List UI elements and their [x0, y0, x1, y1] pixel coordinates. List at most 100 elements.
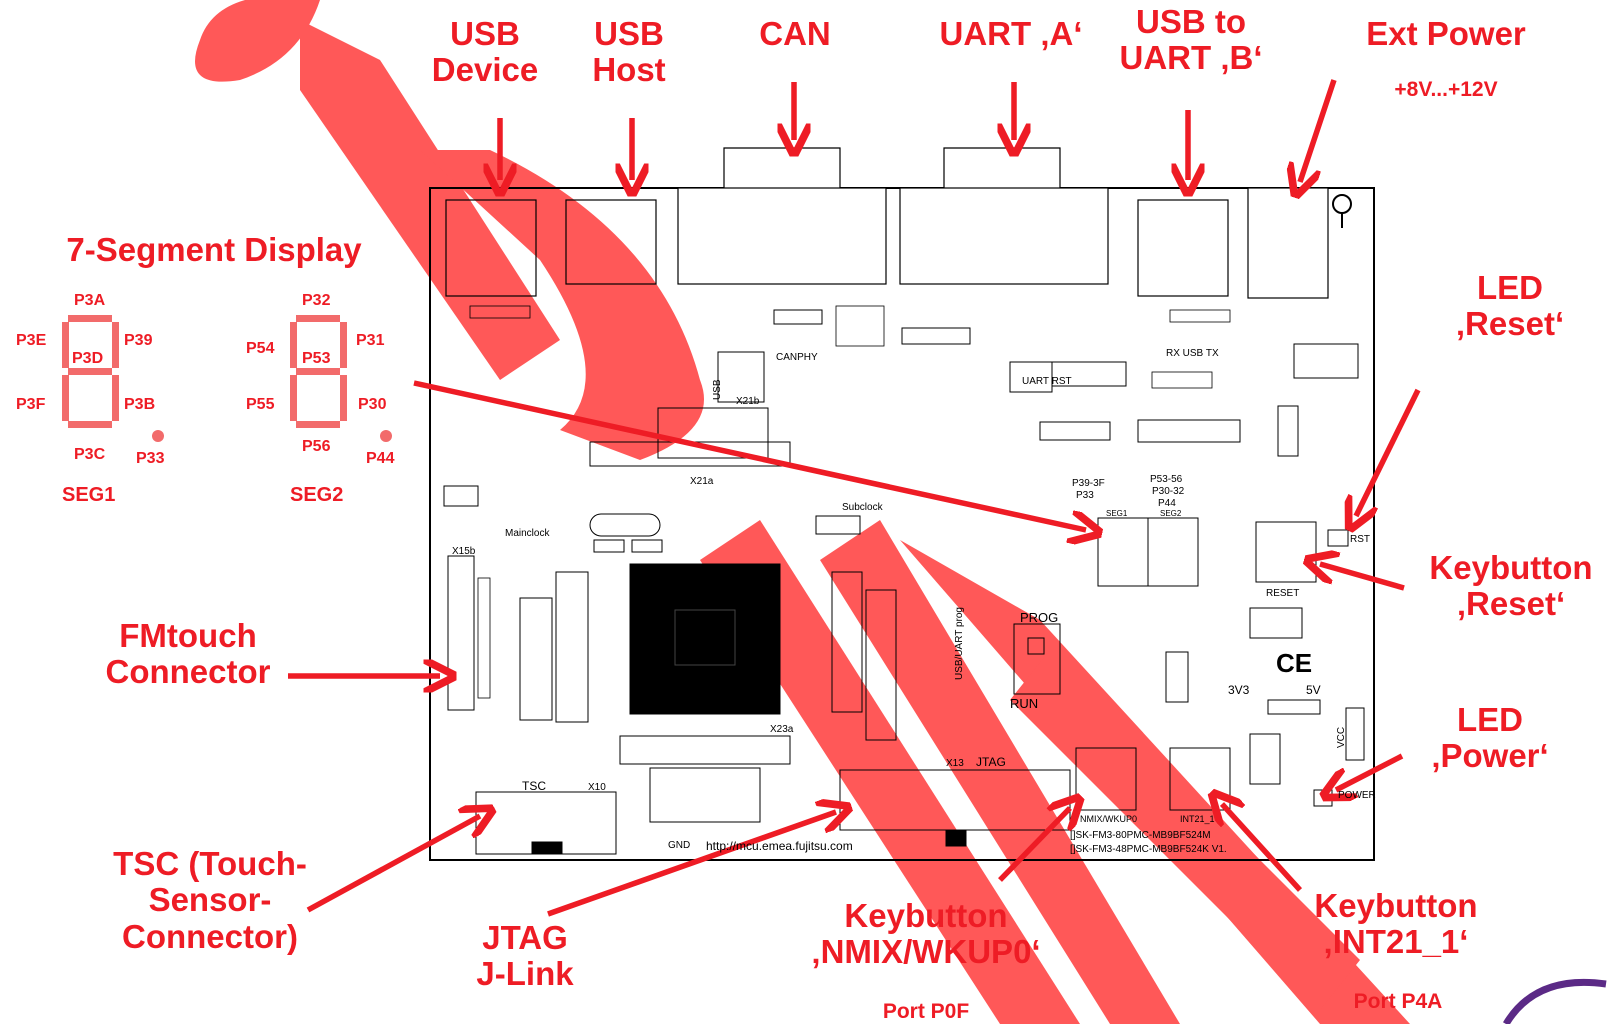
silk-seg2-ports: P53-56	[1150, 474, 1183, 485]
callout-led-power-line2: ‚Power‘	[1431, 737, 1549, 775]
silk-int21: INT21_1	[1180, 814, 1215, 824]
seg2-upper-left: P54	[246, 340, 275, 357]
silk-x13: X13	[946, 758, 964, 769]
silk-5v: 5V	[1306, 683, 1321, 697]
seg2-drawing	[290, 315, 392, 442]
callout-usb-host-line1: USB	[594, 15, 664, 52]
silk-x21a: X21a	[690, 476, 714, 487]
silk-gnd: GND	[668, 840, 690, 851]
seg1-top: P3A	[74, 292, 106, 309]
silk-x21b: X21b	[736, 396, 760, 407]
callout-keybutton-nmix-line2: ‚NMIX/WKUP0‘	[811, 933, 1041, 971]
seg2-lower-right: P30	[358, 396, 387, 413]
seg2-top: P32	[302, 292, 331, 309]
callout-fmtouch-line1: FMtouch	[119, 617, 257, 654]
seg2-bottom: P56	[302, 438, 331, 455]
callout-jtag-line2: J-Link	[476, 955, 574, 993]
seg1-bottom: P3C	[74, 446, 106, 463]
arrow-keybutton-reset	[1320, 564, 1405, 591]
seg1-drawing	[62, 315, 164, 442]
silk-x15b: X15b	[452, 546, 476, 557]
seg2-dot: P44	[366, 450, 395, 467]
silk-ce: CE	[1276, 648, 1312, 678]
callout-keybutton-int21-line1: Keybutton	[1314, 887, 1478, 924]
callout-seven-segment: 7-Segment Display	[66, 231, 362, 268]
callout-tsc-line3: Connector)	[122, 917, 298, 955]
callout-keybutton-nmix: Keybutton ‚NMIX/WKUP0‘	[786, 897, 1066, 971]
silk-seg1: SEG1	[1106, 509, 1128, 518]
callout-port-p0f: Port P0F	[882, 1000, 970, 1023]
silk-model1: []SK-FM3-80PMC-MB9BF524M	[1070, 830, 1211, 841]
callout-jtag: JTAG J-Link	[460, 919, 590, 993]
pcb-components	[443, 194, 1365, 855]
silk-rx-usb-tx: RX USB TX	[1166, 348, 1219, 359]
silk-power: POWER	[1338, 790, 1376, 801]
silk-x23a: X23a	[770, 724, 794, 735]
callout-keybutton-reset-line1: Keybutton	[1429, 549, 1593, 586]
top-connectors	[445, 147, 1329, 299]
callout-keybutton-int21-line2: ‚INT21_1‘	[1323, 923, 1469, 961]
silk-tsc: TSC	[522, 779, 546, 793]
callout-keybutton-nmix-line1: Keybutton	[844, 897, 1008, 934]
callout-ext-power-voltage: +8V...+12V	[1394, 78, 1498, 101]
callout-tsc-line2: Sensor-	[148, 881, 272, 919]
silk-x10: X10	[588, 782, 606, 793]
callout-led-reset-line2: ‚Reset‘	[1455, 305, 1565, 343]
seg1-dot: P33	[136, 450, 165, 467]
callout-usb-host: USB Host	[574, 15, 684, 89]
silk-rst: RST	[1350, 534, 1370, 545]
silk-usb-uart-prog: USB/UART prog	[954, 607, 965, 680]
callout-port-p4a: Port P4A	[1353, 990, 1443, 1013]
silk-url: http://mcu.emea.fujitsu.com	[706, 839, 853, 853]
silk-reset: RESET	[1266, 588, 1299, 599]
callout-arrows	[288, 79, 1421, 917]
silk-jtag: JTAG	[976, 755, 1006, 769]
callout-usb-to-uart-b-line2: UART ‚B‘	[1119, 39, 1263, 77]
callout-usb-to-uart-b: USB to UART ‚B‘	[1106, 3, 1276, 77]
callout-usb-host-line2: Host	[592, 51, 666, 89]
arrow-led-power	[1336, 753, 1404, 790]
callout-tsc: TSC (Touch- Sensor- Connector)	[100, 845, 320, 955]
silk-3v3: 3V3	[1228, 683, 1250, 697]
silk-uart-rst: UART RST	[1022, 376, 1072, 387]
seg2-middle: P53	[302, 350, 331, 367]
callout-tsc-line1: TSC (Touch-	[113, 845, 307, 882]
callout-usb-device: USB Device	[430, 15, 540, 89]
silk-seg2: SEG2	[1160, 509, 1182, 518]
silk-nmix: NMIX/WKUP0	[1080, 814, 1137, 824]
seg1-middle: P3D	[72, 350, 104, 367]
silkscreen-text: X15b Mainclock Subclock X21b X21a CANPHY…	[452, 348, 1376, 855]
arrow-jtag	[547, 812, 836, 917]
callout-usb-device-line1: USB	[450, 15, 520, 52]
seg1-upper-right: P39	[124, 332, 153, 349]
seg1-upper-left: P3E	[16, 332, 47, 349]
callout-led-reset-line1: LED	[1477, 269, 1543, 306]
arrow-ext-power	[1300, 79, 1337, 182]
arrow-tsc	[306, 816, 480, 913]
seg1-name: SEG1	[62, 484, 116, 506]
callout-fmtouch: FMtouch Connector	[88, 617, 288, 691]
seg2-lower-left: P55	[246, 396, 275, 413]
silk-prog: PROG	[1020, 610, 1058, 625]
callout-fmtouch-line2: Connector	[105, 653, 271, 691]
silk-usb: USB	[712, 379, 723, 400]
obsolete-watermark	[195, 0, 1410, 1024]
callout-can: CAN	[759, 15, 831, 52]
seg1-lower-right: P3B	[124, 396, 156, 413]
callout-usb-to-uart-b-line1: USB to	[1136, 3, 1246, 40]
silk-subclock: Subclock	[842, 502, 884, 513]
silk-seg1-port-b: P33	[1076, 490, 1094, 501]
silk-canphy: CANPHY	[776, 352, 818, 363]
seg1-lower-left: P3F	[16, 396, 46, 413]
callout-led-power-line1: LED	[1457, 701, 1523, 738]
seg2-upper-right: P31	[356, 332, 385, 349]
callout-keybutton-reset: Keybutton ‚Reset‘	[1416, 549, 1606, 623]
callout-jtag-line1: JTAG	[482, 919, 568, 956]
silk-seg2-port-c: P44	[1158, 498, 1176, 509]
callout-keybutton-reset-line2: ‚Reset‘	[1456, 585, 1566, 623]
silk-seg2-port-b: P30-32	[1152, 486, 1185, 497]
logo-swoosh	[1502, 978, 1607, 1024]
arrow-int21	[1222, 804, 1303, 892]
callout-led-power: LED ‚Power‘	[1410, 701, 1570, 775]
